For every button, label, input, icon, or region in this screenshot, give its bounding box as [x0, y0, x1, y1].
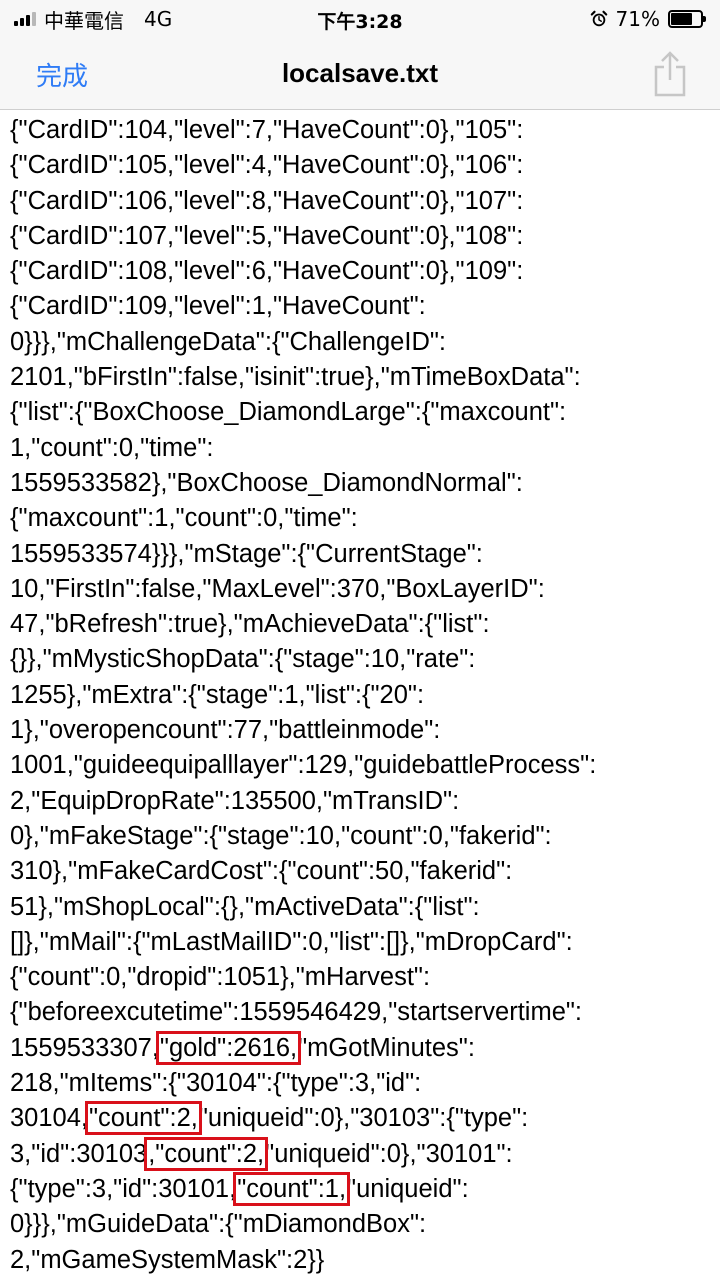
text-segment: 2,"mGameSystemMask":2}} — [10, 1245, 325, 1274]
text-line: 51},"mShopLocal":{},"mActiveData":{"list… — [10, 890, 716, 925]
text-segment: 1001,"guideequipalllayer":129,"guidebatt… — [10, 751, 597, 780]
text-segment: 47,"bRefresh":true},"mAchieveData":{"lis… — [10, 610, 490, 639]
navigation-bar: 完成 localsave.txt — [0, 40, 720, 110]
text-segment: 1559533307, — [10, 1033, 159, 1062]
text-line: 30104,"count":2,"uniqueid":0},"30103":{"… — [10, 1101, 716, 1136]
text-segment: 1559533574}}},"mStage":{"CurrentStage": — [10, 539, 483, 568]
highlighted-value: "count":2, — [85, 1101, 202, 1136]
text-segment: 2101,"bFirstIn":false,"isinit":true},"mT… — [10, 363, 581, 392]
text-line: 2,"EquipDropRate":135500,"mTransID": — [10, 784, 716, 819]
text-line: {"count":0,"dropid":1051},"mHarvest": — [10, 960, 716, 995]
text-line: 2101,"bFirstIn":false,"isinit":true},"mT… — [10, 360, 716, 395]
text-line: 218,"mItems":{"30104":{"type":3,"id": — [10, 1066, 716, 1101]
done-button[interactable]: 完成 — [36, 62, 89, 92]
battery-icon — [668, 10, 706, 28]
battery-percent: 71% — [615, 7, 660, 31]
text-line: {"CardID":107,"level":5,"HaveCount":0},"… — [10, 219, 716, 254]
text-line: 0}}},"mGuideData":{"mDiamondBox": — [10, 1207, 716, 1242]
text-segment: 1255},"mExtra":{"stage":1,"list":{"20": — [10, 680, 425, 709]
file-title: localsave.txt — [281, 58, 439, 88]
text-line: {"CardID":105,"level":4,"HaveCount":0},"… — [10, 148, 716, 183]
text-segment: {"CardID":105,"level":4,"HaveCount":0},"… — [10, 151, 524, 180]
text-segment: 1},"overopencount":77,"battleinmode": — [10, 716, 441, 745]
text-segment: 0},"mFakeStage":{"stage":10,"count":0,"f… — [10, 821, 552, 850]
text-segment: "uniqueid":0},"30101": — [265, 1139, 513, 1168]
text-segment: {"type":3,"id":30101, — [10, 1174, 237, 1203]
text-segment: 30104, — [10, 1104, 88, 1133]
text-line: 3,"id":30103,"count":2,"uniqueid":0},"30… — [10, 1136, 716, 1172]
network-type: 4G — [144, 7, 173, 31]
text-line: {"CardID":104,"level":7,"HaveCount":0},"… — [10, 113, 716, 148]
text-segment: "uniqueid": — [347, 1174, 469, 1203]
text-segment: {"CardID":108,"level":6,"HaveCount":0},"… — [10, 257, 524, 286]
text-line: {"list":{"BoxChoose_DiamondLarge":{"maxc… — [10, 395, 716, 430]
text-segment: 310},"mFakeCardCost":{"count":50,"fakeri… — [10, 857, 513, 886]
text-segment: "mGotMinutes": — [298, 1033, 475, 1062]
text-segment: {"list":{"BoxChoose_DiamondLarge":{"maxc… — [10, 398, 567, 427]
status-bar: 中華電信 4G 下午3:28 71% — [0, 0, 720, 40]
text-segment: {"beforeexcutetime":1559546429,"startser… — [10, 998, 583, 1027]
text-segment: {"CardID":104,"level":7,"HaveCount":0},"… — [10, 116, 524, 144]
text-segment: []},"mMail":{"mLastMailID":0,"list":[]},… — [10, 927, 573, 956]
signal-bar — [26, 15, 30, 26]
document-viewer[interactable]: {"CardID":104,"level":7,"HaveCount":0},"… — [0, 110, 720, 1280]
highlighted-value: ,"count":2, — [144, 1136, 269, 1171]
text-line: []},"mMail":{"mLastMailID":0,"list":[]},… — [10, 925, 716, 960]
text-segment: 1,"count":0,"time": — [10, 433, 214, 462]
carrier-name: 中華電信 — [44, 8, 124, 33]
text-line: 1001,"guideequipalllayer":129,"guidebatt… — [10, 748, 716, 783]
text-segment: {"CardID":106,"level":8,"HaveCount":0},"… — [10, 186, 524, 215]
text-segment: 10,"FirstIn":false,"MaxLevel":370,"BoxLa… — [10, 574, 545, 603]
text-line: 1559533574}}},"mStage":{"CurrentStage": — [10, 537, 716, 572]
text-line: 2,"mGameSystemMask":2}} — [10, 1243, 716, 1278]
text-line: 0},"mFakeStage":{"stage":10,"count":0,"f… — [10, 819, 716, 854]
text-line: 1},"overopencount":77,"battleinmode": — [10, 713, 716, 748]
text-line: 310},"mFakeCardCost":{"count":50,"fakeri… — [10, 854, 716, 889]
text-line: {}},"mMysticShopData":{"stage":10,"rate"… — [10, 642, 716, 677]
text-line: {"CardID":106,"level":8,"HaveCount":0},"… — [10, 184, 716, 219]
alarm-clock-icon — [590, 10, 607, 27]
text-line: 0}}},"mChallengeData":{"ChallengeID": — [10, 325, 716, 360]
signal-bar — [32, 12, 36, 26]
text-line: {"maxcount":1,"count":0,"time": — [10, 501, 716, 536]
text-line: 1559533582},"BoxChoose_DiamondNormal": — [10, 466, 716, 501]
text-segment: 3,"id":30103 — [10, 1139, 148, 1168]
text-line: {"beforeexcutetime":1559546429,"startser… — [10, 995, 716, 1030]
status-time: 下午3:28 — [317, 11, 403, 33]
document-text: {"CardID":104,"level":7,"HaveCount":0},"… — [10, 113, 716, 1278]
text-line: {"CardID":109,"level":1,"HaveCount": — [10, 289, 716, 324]
text-segment: 2,"EquipDropRate":135500,"mTransID": — [10, 786, 460, 815]
text-line: 47,"bRefresh":true},"mAchieveData":{"lis… — [10, 607, 716, 642]
signal-bar — [20, 18, 24, 26]
text-segment: 51},"mShopLocal":{},"mActiveData":{"list… — [10, 892, 480, 921]
highlighted-value: "gold":2616, — [155, 1030, 302, 1065]
text-segment: 1559533582},"BoxChoose_DiamondNormal": — [10, 468, 523, 497]
text-segment: {"maxcount":1,"count":0,"time": — [10, 504, 358, 533]
text-segment: 218,"mItems":{"30104":{"type":3,"id": — [10, 1069, 422, 1098]
share-icon[interactable] — [650, 50, 690, 98]
text-segment: {"CardID":109,"level":1,"HaveCount": — [10, 292, 426, 321]
text-line: 1559533307,"gold":2616,"mGotMinutes": — [10, 1030, 716, 1066]
signal-bar — [14, 21, 18, 26]
text-line: 1,"count":0,"time": — [10, 431, 716, 466]
text-line: 1255},"mExtra":{"stage":1,"list":{"20": — [10, 678, 716, 713]
text-segment: "uniqueid":0},"30103":{"type": — [198, 1104, 529, 1133]
text-segment: {}},"mMysticShopData":{"stage":10,"rate"… — [10, 645, 476, 674]
text-segment: 0}}},"mGuideData":{"mDiamondBox": — [10, 1210, 427, 1239]
text-segment: 0}}},"mChallengeData":{"ChallengeID": — [10, 327, 446, 356]
text-segment: {"CardID":107,"level":5,"HaveCount":0},"… — [10, 221, 524, 250]
status-left: 中華電信 4G — [14, 7, 173, 33]
text-line: {"CardID":108,"level":6,"HaveCount":0},"… — [10, 254, 716, 289]
signal-strength-icon — [14, 12, 36, 26]
text-line: 10,"FirstIn":false,"MaxLevel":370,"BoxLa… — [10, 572, 716, 607]
status-right: 71% — [590, 6, 706, 32]
text-line: {"type":3,"id":30101,"count":1,"uniqueid… — [10, 1171, 716, 1207]
text-segment: {"count":0,"dropid":1051},"mHarvest": — [10, 963, 431, 992]
highlighted-value: "count":1, — [233, 1171, 351, 1206]
